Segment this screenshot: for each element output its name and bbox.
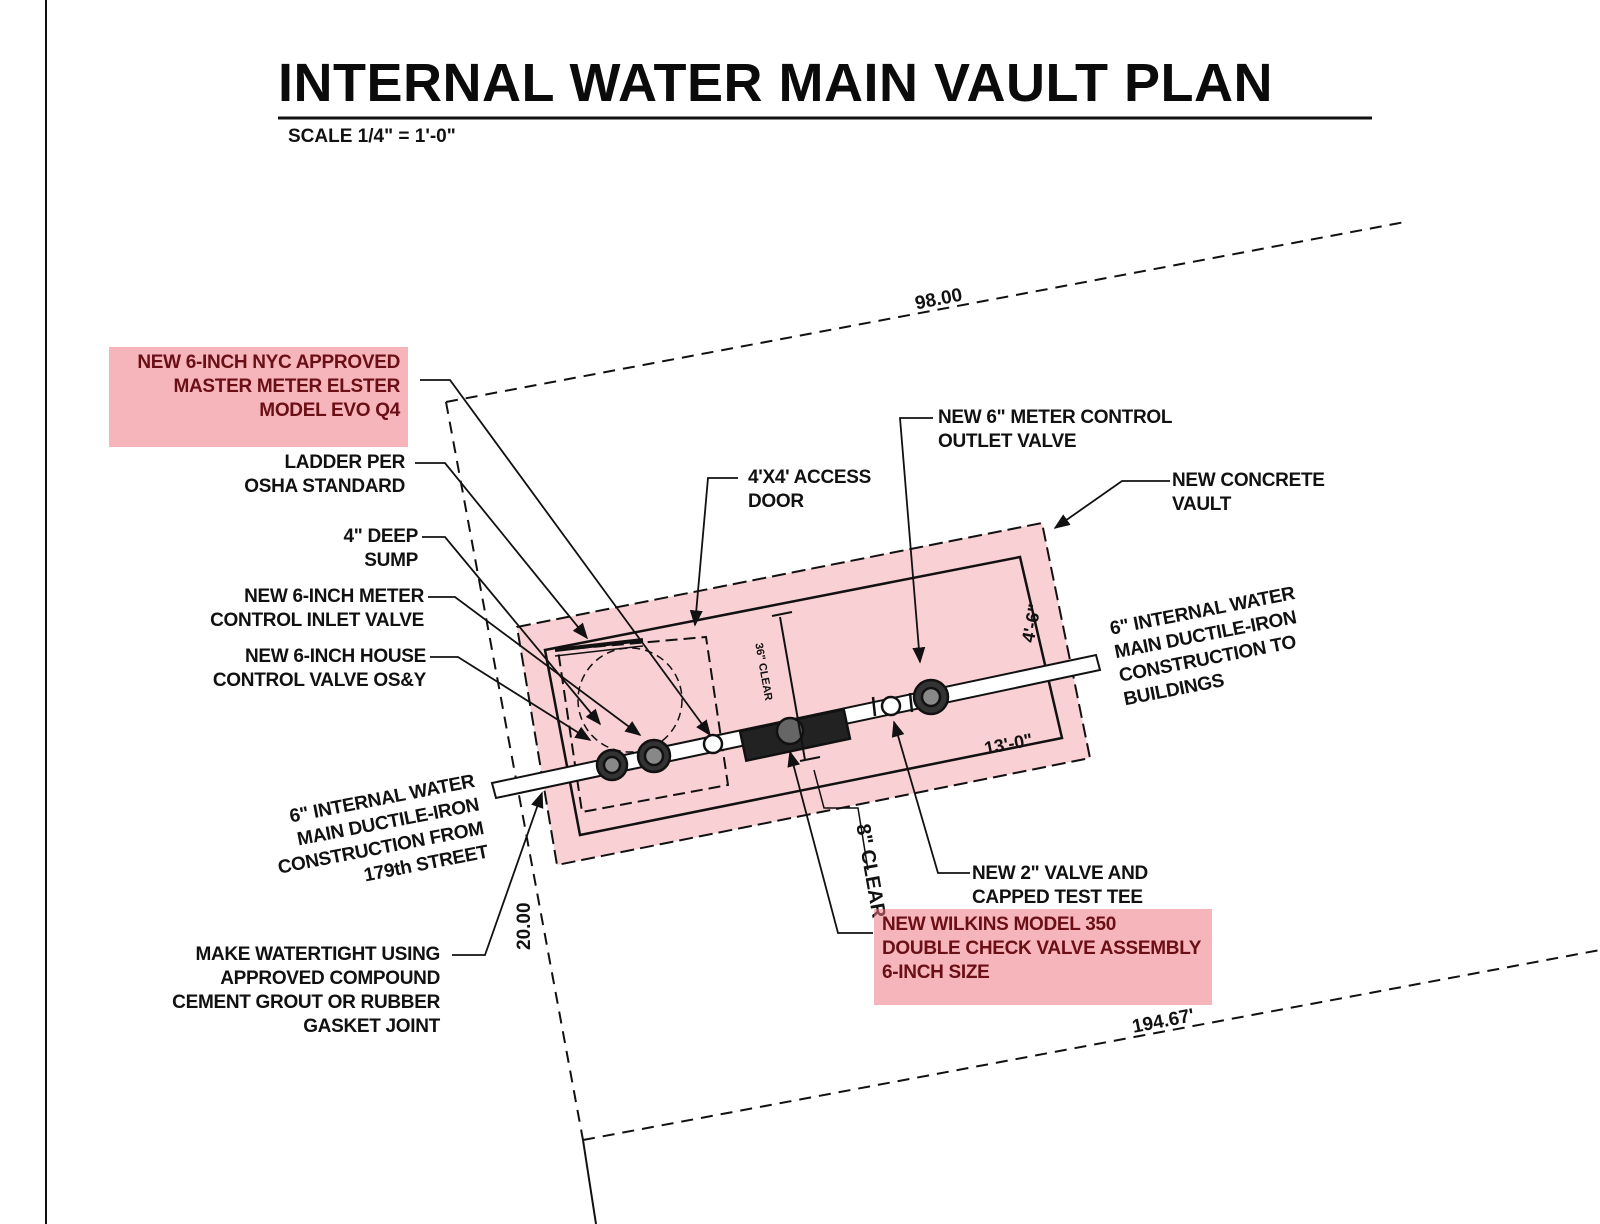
callout-ladder: LADDER PER OSHA STANDARD (244, 451, 405, 499)
property-line-top (445, 221, 1406, 403)
callout-sump-line-2: SUMP (364, 550, 418, 571)
callout-ladder-line-1: LADDER PER (284, 452, 405, 473)
callout-ladder-line-2: OSHA STANDARD (244, 476, 405, 497)
callout-sump-line-1: 4" DEEP (343, 526, 419, 547)
leader-watertight (452, 791, 544, 956)
sump-circle (577, 647, 683, 753)
drawing-scale: SCALE 1/4" = 1'-0" (288, 126, 456, 147)
leader-sump (422, 536, 602, 726)
callout-double-check-line-1: NEW WILKINS MODEL 350 (882, 914, 1117, 935)
property-line-left (445, 401, 584, 1141)
callout-master-meter-line-3: MODEL EVO Q4 (259, 400, 400, 421)
vault-highlight (517, 523, 1090, 865)
callout-watertight-line-2: APPROVED COMPOUND (220, 968, 440, 989)
callout-house-valve-line-2: CONTROL VALVE OS&Y (212, 670, 426, 691)
callout-master-meter-line-1: NEW 6-INCH NYC APPROVED (137, 352, 400, 373)
callout-house-valve: NEW 6-INCH HOUSE CONTROL VALVE OS&Y (213, 645, 426, 693)
property-line-left-extension (582, 1139, 597, 1224)
callout-watertight-line-3: CEMENT GROUT OR RUBBER (172, 992, 440, 1013)
callout-concrete-vault-line-1: NEW CONCRETE (1172, 470, 1325, 491)
clear-36-dimension (771, 611, 821, 762)
callout-inlet-valve: NEW 6-INCH METER CONTROL INLET VALVE (210, 585, 424, 633)
callout-house-valve-line-1: NEW 6-INCH HOUSE (245, 646, 426, 667)
pipe-fittings (595, 678, 950, 782)
callout-inlet-valve-line-2: CONTROL INLET VALVE (210, 610, 424, 631)
leader-concrete-vault (1053, 480, 1170, 529)
drawing-title: INTERNAL WATER MAIN VAULT PLAN (278, 53, 1273, 113)
callout-double-check-line-3: 6-INCH SIZE (882, 962, 990, 983)
callout-sump: 4" DEEP SUMP (344, 525, 419, 573)
leader-ladder (415, 462, 589, 640)
callout-access-door-line-1: 4'X4' ACCESS (748, 467, 871, 488)
callout-watertight: MAKE WATERTIGHT USING APPROVED COMPOUND … (172, 943, 440, 1039)
callout-access-door-line-2: DOOR (748, 491, 804, 512)
callout-leaders (415, 379, 1170, 956)
test-tee (880, 695, 902, 717)
leader-house-valve (430, 656, 592, 741)
ladder-rail (554, 638, 644, 652)
access-door-outline (556, 635, 730, 814)
leader-inlet-valve (428, 596, 642, 736)
callout-test-tee-line-1: NEW 2" VALVE AND (972, 863, 1148, 884)
callout-master-meter-line-2: MASTER METER ELSTER (173, 376, 400, 397)
callout-concrete-vault: NEW CONCRETE VAULT (1172, 469, 1325, 517)
master-meter (702, 733, 724, 755)
callout-access-door: 4'X4' ACCESS DOOR (748, 466, 871, 514)
callout-watertight-line-4: GASKET JOINT (303, 1016, 440, 1037)
leader-outlet-valve (899, 417, 933, 664)
leader-master-meter (420, 379, 711, 737)
callout-concrete-vault-line-2: VAULT (1172, 494, 1232, 515)
callout-watertight-line-1: MAKE WATERTIGHT USING (195, 944, 440, 965)
callout-outlet-valve-line-1: NEW 6" METER CONTROL (938, 407, 1173, 428)
callout-test-tee-line-2: CAPPED TEST TEE (972, 887, 1143, 908)
callout-outlet-valve: NEW 6" METER CONTROL OUTLET VALVE (938, 406, 1172, 454)
clear-8-leader (813, 769, 869, 871)
leader-test-tee (891, 720, 970, 874)
property-lines (445, 221, 1600, 1141)
dimension-side: 20.00 (514, 902, 535, 950)
callout-inlet-valve-line-1: NEW 6-INCH METER (244, 586, 424, 607)
ladder-rail-2 (554, 645, 644, 657)
leader-double-check (787, 750, 873, 934)
callout-double-check: NEW WILKINS MODEL 350 DOUBLE CHECK VALVE… (874, 909, 1212, 1005)
callout-test-tee: NEW 2" VALVE AND CAPPED TEST TEE (972, 862, 1148, 910)
callout-master-meter: NEW 6-INCH NYC APPROVED MASTER METER ELS… (109, 347, 408, 447)
callout-outlet-valve-line-2: OUTLET VALVE (938, 431, 1077, 452)
leader-access-door (689, 477, 738, 627)
property-line-bottom (582, 949, 1600, 1141)
callout-double-check-line-2: DOUBLE CHECK VALVE ASSEMBLY (882, 938, 1202, 959)
